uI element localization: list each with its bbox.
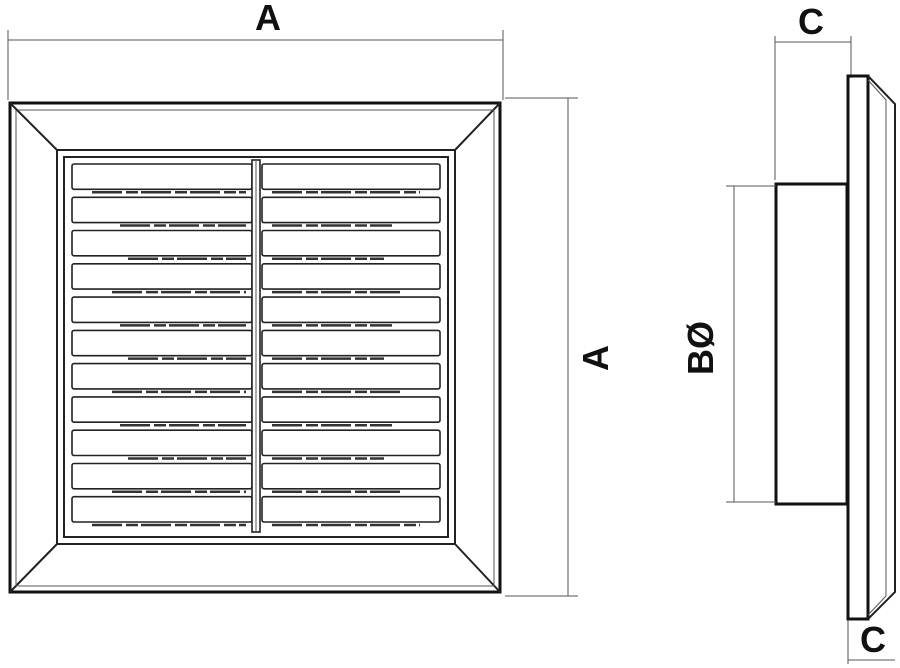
slat (71, 262, 253, 290)
slat (261, 229, 441, 257)
width-dimension: A (7, 0, 504, 100)
slat (71, 329, 253, 357)
slat (261, 396, 441, 423)
side-view: C BØ C (680, 1, 896, 664)
depth-top-dimension: C (774, 1, 852, 180)
diameter-dimension: BØ (680, 185, 776, 503)
height-dimension: A (505, 97, 616, 597)
slat (71, 163, 253, 191)
depth-bottom-label: C (860, 619, 886, 660)
slat (261, 362, 441, 390)
slat (261, 462, 441, 490)
depth-bottom-dimension: C (847, 619, 895, 664)
slat (261, 196, 441, 224)
slat (71, 229, 253, 257)
slat (261, 429, 441, 457)
bevel-profile (867, 75, 896, 620)
slat (71, 362, 253, 390)
bevel-corners (9, 102, 501, 593)
bevel-inner (56, 149, 456, 545)
outer-frame (8, 101, 502, 594)
front-plate (846, 74, 870, 621)
width-label: A (255, 0, 281, 38)
louver-slats (71, 163, 441, 527)
height-label: A (575, 345, 616, 371)
depth-top-label: C (798, 1, 824, 42)
slat (71, 396, 253, 423)
slat (261, 296, 441, 324)
slat (261, 329, 441, 357)
slat (71, 462, 253, 490)
slat (71, 296, 253, 324)
front-view: A A (7, 0, 616, 597)
slat (261, 163, 441, 191)
slat (261, 495, 441, 523)
slat (71, 196, 253, 224)
duct-spigot (774, 182, 849, 506)
diameter-label: BØ (680, 321, 721, 375)
slat (71, 495, 253, 523)
slat (71, 429, 253, 457)
louver-opening (63, 156, 449, 538)
slat (261, 262, 441, 290)
